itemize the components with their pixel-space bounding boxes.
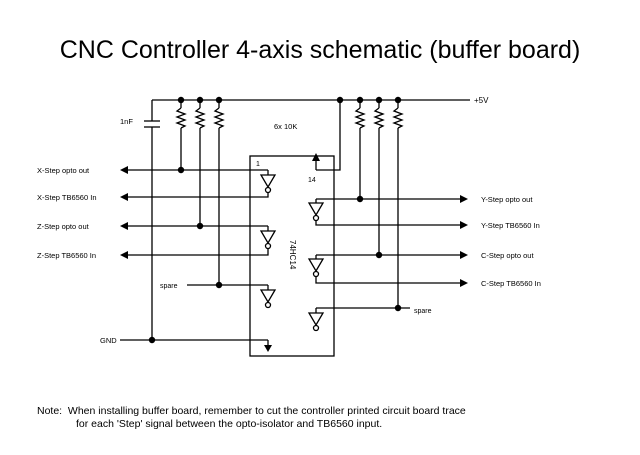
arrow-icon xyxy=(460,221,468,229)
z-tb-wire xyxy=(128,249,269,256)
junction-dot xyxy=(177,166,185,174)
junction-dot xyxy=(177,96,185,104)
resistor-r6 xyxy=(392,100,404,308)
inverter-2-icon xyxy=(259,230,277,245)
chip-74hc14 xyxy=(249,155,335,357)
inverter-3-icon xyxy=(259,289,277,304)
arrow-icon xyxy=(460,195,468,203)
signal-label-c-opto: C-Step opto out xyxy=(481,251,534,260)
junction-dot xyxy=(148,336,156,344)
resistor-r3 xyxy=(213,100,225,285)
pin-14-label: 14 xyxy=(308,177,316,184)
junction-dot xyxy=(394,96,402,104)
junction-dot xyxy=(356,195,364,203)
junction-dot xyxy=(375,251,383,259)
gnd-label: GND xyxy=(100,336,117,345)
signal-label-x-opto: X-Step opto out xyxy=(37,166,90,175)
vcc-arrow-icon xyxy=(312,153,320,161)
capacitor-label: 1nF xyxy=(120,117,133,126)
inverter-bubble-icon xyxy=(312,270,320,278)
signal-label-y-tb: Y-Step TB6560 In xyxy=(481,221,540,230)
chip-label: 74HC14 xyxy=(288,240,297,270)
arrow-icon xyxy=(120,166,128,174)
arrow-icon xyxy=(460,279,468,287)
resistor-r2 xyxy=(194,100,206,226)
junction-dot xyxy=(215,96,223,104)
installation-note: Note: When installing buffer board, reme… xyxy=(37,405,466,431)
inverter-bubble-icon xyxy=(264,301,272,309)
junction-dot xyxy=(375,96,383,104)
junction-dot xyxy=(196,96,204,104)
diagram-title: CNC Controller 4-axis schematic (buffer … xyxy=(59,36,581,64)
inverter-1-icon xyxy=(259,174,277,189)
signal-label-y-opto: Y-Step opto out xyxy=(481,195,533,204)
x-tb-wire xyxy=(128,193,269,198)
c-tb-wire xyxy=(315,277,460,284)
y-tb-wire xyxy=(315,221,460,226)
inverter-bubble-icon xyxy=(264,186,272,194)
signal-label-x-tb: X-Step TB6560 In xyxy=(37,193,96,202)
gnd-arrow-icon xyxy=(264,345,272,352)
inverter-bubble-icon xyxy=(312,324,320,332)
resistor-r1 xyxy=(175,100,187,170)
signal-label-z-tb: Z-Step TB6560 In xyxy=(37,251,96,260)
note-line-1: Note: When installing buffer board, reme… xyxy=(37,405,466,417)
spare-left-label: spare xyxy=(160,283,178,290)
arrow-icon xyxy=(460,251,468,259)
spare-right-label: spare xyxy=(414,308,432,315)
junction-dot xyxy=(356,96,364,104)
arrow-icon xyxy=(120,222,128,230)
arrow-icon xyxy=(120,193,128,201)
signal-label-c-tb: C-Step TB6560 In xyxy=(481,279,541,288)
inverter-5-icon xyxy=(307,258,325,273)
arrow-icon xyxy=(120,251,128,259)
inverter-4-icon xyxy=(307,202,325,217)
note-line-2: for each 'Step' signal between the opto-… xyxy=(76,418,383,430)
pin-1-label: 1 xyxy=(256,161,260,168)
resistor-r5 xyxy=(373,100,385,255)
resistor-r4 xyxy=(354,100,366,199)
signal-label-z-opto: Z-Step opto out xyxy=(37,222,90,231)
resistor-label: 6x 10K xyxy=(274,122,297,131)
junction-dot xyxy=(394,304,402,312)
inverter-bubble-icon xyxy=(264,242,272,250)
inverter-6-icon xyxy=(307,312,325,327)
supply-label: +5V xyxy=(474,96,489,105)
junction-dot xyxy=(215,281,223,289)
vcc-pin14-wire xyxy=(316,100,341,171)
inverter-bubble-icon xyxy=(312,214,320,222)
junction-dot xyxy=(196,222,204,230)
